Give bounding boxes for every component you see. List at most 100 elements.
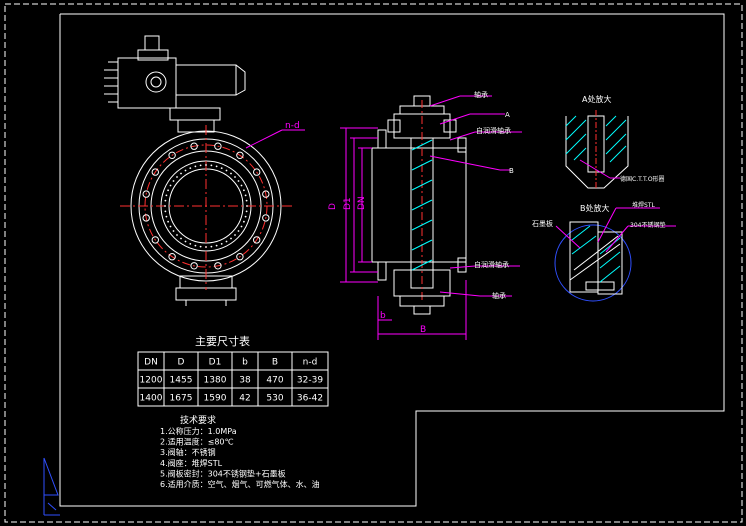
side-hatch — [411, 139, 433, 271]
seat-dot — [225, 169, 228, 172]
seat-dot — [244, 194, 247, 197]
table-frame — [137, 351, 329, 407]
seat-dot — [180, 172, 182, 175]
dim-D1: D1 — [343, 197, 353, 210]
detail-b-weld: 堆焊STL — [632, 201, 655, 209]
seat-dot — [240, 225, 243, 228]
nd-leader — [245, 129, 305, 149]
seat-dot — [169, 184, 172, 187]
seat-dot — [189, 243, 192, 245]
seat-dot — [164, 199, 167, 202]
inner-dots — [164, 164, 248, 248]
seat-dot — [246, 205, 248, 207]
side-body — [371, 95, 467, 315]
bolt-hole — [236, 151, 244, 160]
seat-dot — [230, 172, 232, 175]
bolt-hole — [262, 214, 270, 222]
label-bearing-top: 轴承 — [474, 90, 488, 99]
detail-b-title: B处放大 — [580, 203, 610, 213]
seat-dot — [243, 220, 245, 223]
bolt-hole — [151, 168, 160, 176]
tech-requirement-item: 1.公称压力：1.0MPa — [160, 426, 237, 436]
nd-callout-label: n-d — [285, 121, 300, 131]
seat-dot — [184, 169, 187, 172]
sheet-border — [4, 3, 743, 523]
side-view: D D1 DN b B 轴承 A 自润滑轴承 B 自润滑轴承 轴承 — [328, 90, 522, 340]
seat-dot — [164, 205, 166, 207]
seat-dot — [167, 189, 170, 192]
table-header-cell: D — [178, 358, 185, 368]
seat-dot — [230, 237, 232, 240]
detail-b-ss: 304不锈钢垫 — [630, 221, 665, 229]
bolt-holes — [142, 142, 270, 270]
tech-title: 技术要求 — [180, 414, 216, 426]
table-header-cell: b — [242, 358, 248, 368]
tech-requirement-item: 6.适用介质：空气、烟气、可燃气体、水、油 — [160, 479, 320, 489]
detail-b: B处放大 石墨板 堆焊STL 304不锈钢垫 — [532, 201, 676, 302]
dim-b: b — [380, 311, 386, 321]
seat-dot — [167, 220, 170, 223]
side-dimensions — [340, 95, 522, 340]
seat-dot — [169, 225, 172, 228]
table-header-cell: B — [272, 358, 278, 368]
bolt-hole — [253, 168, 261, 176]
bolt-hole — [190, 142, 198, 150]
seat-dot — [176, 176, 178, 178]
table-cell: 1455 — [170, 376, 193, 386]
seat-dot — [172, 230, 175, 232]
table-cell: 1400 — [140, 394, 163, 404]
bolt-hole — [253, 236, 261, 244]
seat-dot — [180, 237, 182, 240]
bolt-hole — [142, 190, 150, 198]
table-cell: 1200 — [140, 376, 163, 386]
seat-dot — [199, 245, 202, 248]
bolt-hole — [214, 142, 222, 150]
label-self-lube-bottom: 自润滑轴承 — [474, 260, 509, 269]
dim-B: B — [420, 325, 426, 335]
label-self-lube-top: 自润滑轴承 — [476, 126, 511, 135]
seat-dot — [215, 165, 218, 168]
label-bearing-bottom: 轴承 — [492, 291, 506, 300]
seat-dot — [199, 164, 202, 167]
table-cell: 42 — [239, 394, 250, 404]
table-header-cell: D1 — [209, 358, 222, 368]
bolt-hole — [214, 262, 222, 270]
ucs-icon — [43, 457, 60, 516]
seat-dot — [244, 215, 247, 218]
bolt-hole — [168, 253, 176, 261]
bolt-hole — [142, 214, 150, 222]
bolt-hole — [151, 236, 160, 244]
seat-dot — [220, 243, 223, 245]
seat-dot — [234, 176, 236, 178]
table-title: 主要尺寸表 — [195, 334, 250, 348]
front-view: n-d — [104, 35, 305, 306]
seat-dot — [184, 240, 187, 243]
tech-requirements: 技术要求 1.公称压力：1.0MPa2.适用温度：≤80℃3.阀轴：不锈钢4.阀… — [160, 414, 320, 489]
seat-dot — [194, 244, 197, 247]
seat-dot — [189, 167, 192, 170]
detail-b-graphite: 石墨板 — [532, 219, 553, 228]
table-header-cell: DN — [144, 358, 158, 368]
label-marker-b: B — [509, 167, 514, 175]
table-header-cell: n-d — [303, 358, 318, 368]
table-cell: 1675 — [170, 394, 193, 404]
table-cell: 38 — [239, 376, 251, 386]
seat-dot — [237, 180, 240, 182]
table-cell: 470 — [266, 376, 283, 386]
seat-dot — [205, 164, 207, 166]
seat-dot — [225, 240, 228, 243]
detail-a-title: A处放大 — [582, 94, 611, 104]
tech-requirement-item: 5.阀板密封：304不锈钢垫+石墨板 — [160, 468, 286, 478]
seat-dot — [245, 199, 248, 202]
seat-dot — [240, 184, 243, 187]
dim-DN: DN — [357, 196, 367, 210]
bolt-hole — [236, 253, 244, 261]
seat-dot — [194, 165, 197, 168]
bolt-hole — [262, 190, 270, 198]
seat-dot — [172, 180, 175, 182]
label-marker-a: A — [505, 111, 510, 119]
seat-dot — [234, 234, 236, 236]
seat-dot — [165, 194, 168, 197]
